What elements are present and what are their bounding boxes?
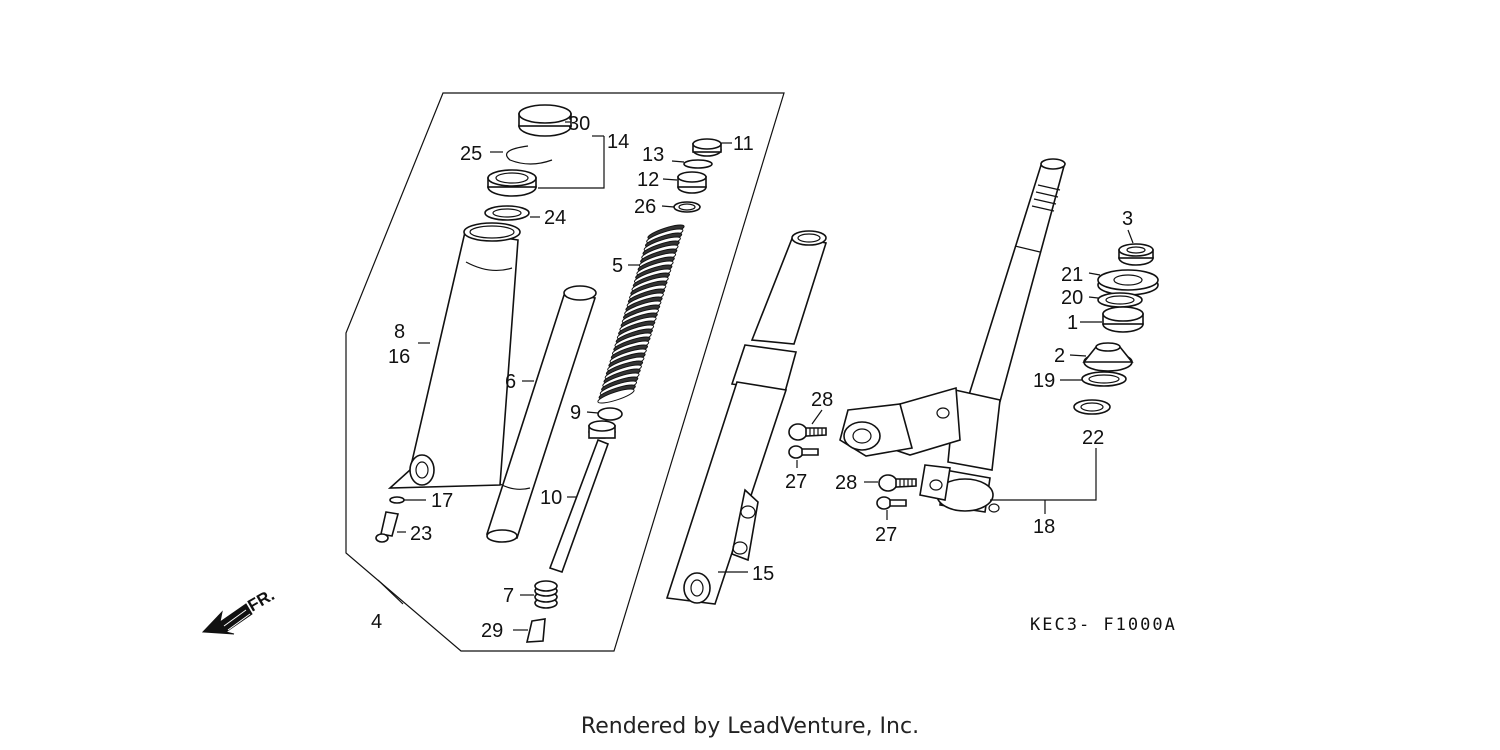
fork-slider-part[interactable] (665, 230, 828, 605)
label-19: 19 (1033, 370, 1055, 392)
bearing-race-part[interactable] (1097, 292, 1143, 308)
label-7: 7 (503, 585, 514, 607)
label-13: 13 (642, 144, 664, 166)
rebound-spring-part[interactable] (534, 580, 558, 609)
flange-bolt-part[interactable] (878, 474, 917, 492)
front-direction-arrow-icon (201, 603, 253, 635)
label-28b: 28 (835, 472, 857, 494)
footer-credit: Rendered by LeadVenture, Inc. (580, 714, 920, 739)
steering-stem-part[interactable] (839, 158, 1066, 513)
label-9: 9 (570, 402, 581, 424)
label-18: 18 (1033, 516, 1055, 538)
label-25: 25 (460, 143, 482, 165)
label-22: 22 (1082, 427, 1104, 449)
label-15: 15 (752, 563, 774, 585)
dust-seal-part[interactable] (518, 104, 572, 137)
label-27a: 27 (785, 471, 807, 493)
lock-nut-part[interactable] (1118, 243, 1154, 266)
diagram-code: KEC3- F1000A (1030, 615, 1177, 635)
washer-part[interactable] (484, 205, 530, 221)
oil-lock-piece-part[interactable] (525, 618, 546, 643)
adjusting-nut-part[interactable] (1097, 269, 1159, 296)
socket-bolt-part[interactable] (375, 511, 400, 543)
damper-rod-part[interactable] (548, 420, 616, 574)
label-10: 10 (540, 487, 562, 509)
label-29: 29 (481, 620, 503, 642)
label-28a: 28 (811, 389, 833, 411)
spring-seat-part[interactable] (673, 138, 722, 213)
fork-spring-part[interactable] (597, 222, 686, 405)
ball-race-part[interactable] (1082, 342, 1134, 372)
fork-pipe-part[interactable] (485, 285, 597, 543)
label-12: 12 (637, 169, 659, 191)
bottom-cone-race-part[interactable] (1073, 399, 1111, 415)
bolt-part[interactable] (788, 445, 819, 459)
label-24: 24 (544, 207, 566, 229)
label-30: 30 (568, 113, 590, 135)
label-4: 4 (371, 611, 382, 633)
leader-lines (377, 121, 1134, 631)
label-21: 21 (1061, 264, 1083, 286)
label-27b: 27 (875, 524, 897, 546)
label-2: 2 (1054, 345, 1065, 367)
label-11: 11 (733, 133, 754, 155)
label-5: 5 (612, 255, 623, 277)
label-23: 23 (410, 523, 432, 545)
label-17: 17 (431, 490, 453, 512)
label-16: 16 (388, 346, 410, 368)
fork-assembly-outline (345, 92, 785, 652)
flange-bolt-part[interactable] (788, 423, 827, 441)
label-1: 1 (1067, 312, 1078, 334)
label-3: 3 (1122, 208, 1133, 230)
bolt-part[interactable] (876, 496, 907, 510)
label-6: 6 (505, 371, 516, 393)
label-8: 8 (394, 321, 405, 343)
steel-ball-part[interactable] (1081, 371, 1127, 387)
label-26: 26 (634, 196, 656, 218)
label-14: 14 (607, 131, 629, 153)
fork-tube-part[interactable] (387, 222, 521, 489)
spring-coil (597, 388, 635, 404)
label-20: 20 (1061, 287, 1083, 309)
o-ring-part[interactable] (597, 407, 623, 421)
top-cone-race-part[interactable] (1102, 306, 1144, 333)
circlip-part[interactable] (506, 145, 553, 165)
sealing-washer-part[interactable] (389, 496, 405, 504)
oil-seal-part[interactable] (487, 169, 537, 197)
